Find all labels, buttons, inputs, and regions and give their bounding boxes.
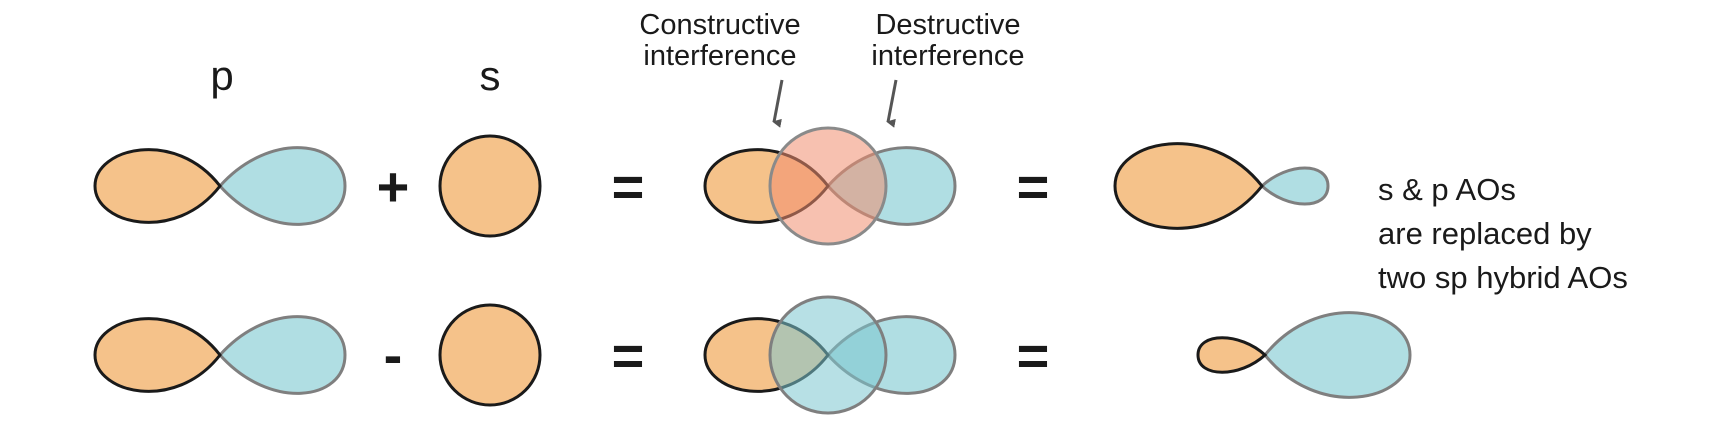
hybrid2-small-orange-lobe	[1196, 336, 1268, 374]
row-difference: - = =	[93, 295, 1412, 415]
p-orbital-blue-lobe	[217, 315, 347, 395]
s-orbital-row1	[438, 134, 542, 238]
equals-operator-4: =	[1017, 324, 1050, 387]
equals-operator-3: =	[612, 324, 645, 387]
destructive-label-line1: Destructive	[875, 9, 1020, 41]
plus-operator: +	[377, 155, 410, 218]
hybrid-note: s & p AOs are replaced by two sp hybrid …	[1378, 172, 1628, 295]
hybrid1-big-orange-lobe	[1113, 142, 1264, 230]
constructive-label-line2: interference	[643, 40, 796, 72]
s-orbital-row2	[438, 303, 542, 407]
note-line1: s & p AOs	[1378, 172, 1516, 207]
minus-operator: -	[384, 323, 403, 386]
p-orbital-orange-lobe	[93, 317, 222, 393]
p-orbital-row2	[93, 315, 347, 395]
constructive-arrow	[772, 79, 784, 128]
p-orbital-row1	[93, 146, 347, 226]
constructive-annotation: Constructive interference	[639, 9, 801, 128]
destructive-annotation: Destructive interference	[871, 9, 1025, 128]
p-orbital-blue-lobe	[217, 146, 347, 226]
destructive-arrow	[886, 79, 898, 128]
destructive-label-line2: interference	[871, 40, 1024, 72]
note-line3: two sp hybrid AOs	[1378, 260, 1628, 295]
row-sum: + = =	[93, 126, 1330, 246]
hybrid1-small-blue-lobe	[1259, 166, 1330, 206]
overlap-destructive	[703, 295, 957, 415]
s-orbital-overlay-pink	[768, 126, 888, 246]
s-orbital-overlay-teal	[768, 295, 888, 415]
sp-hybrid-orbital-1	[1113, 142, 1330, 230]
header-p: p	[210, 52, 233, 99]
equals-operator-2: =	[1017, 155, 1050, 218]
p-orbital-orange-lobe	[93, 148, 222, 224]
overlap-constructive	[703, 126, 957, 246]
note-line2: are replaced by	[1378, 216, 1592, 251]
hybrid2-big-blue-lobe	[1263, 311, 1412, 399]
constructive-label-line1: Constructive	[639, 9, 800, 41]
header-s: s	[480, 52, 501, 99]
sp-hybrid-orbital-2	[1196, 311, 1412, 399]
equals-operator-1: =	[612, 155, 645, 218]
